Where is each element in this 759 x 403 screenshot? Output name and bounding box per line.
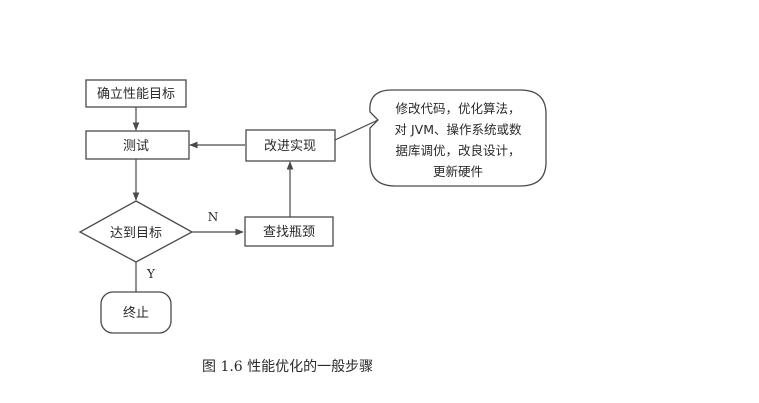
note-line-1: 修改代码，优化算法， bbox=[395, 101, 520, 116]
node-find-bottleneck bbox=[244, 216, 334, 247]
note-line-2: 对 JVM、操作系统或数 bbox=[395, 122, 522, 137]
node-end-label: 终止 bbox=[123, 305, 149, 321]
node-test bbox=[85, 130, 190, 160]
node-decision-label: 达到目标 bbox=[110, 226, 162, 241]
node-decision bbox=[78, 200, 194, 263]
node-set-goal bbox=[85, 79, 187, 108]
node-improve bbox=[245, 129, 336, 162]
node-set-goal-label: 确立性能目标 bbox=[97, 87, 175, 102]
note-line-3: 据库调优，改良设计， bbox=[395, 143, 520, 158]
edge-label-yes: Y bbox=[146, 267, 156, 281]
node-improve-label: 改进实现 bbox=[264, 139, 316, 154]
edge-label-no: N bbox=[208, 210, 219, 224]
node-find-bottleneck-label: 查找瓶颈 bbox=[263, 225, 315, 240]
edge-note-pointer bbox=[334, 119, 379, 141]
node-end bbox=[100, 291, 172, 334]
note-line-4: 更新硬件 bbox=[433, 164, 483, 179]
node-test-label: 测试 bbox=[123, 139, 149, 154]
note-bubble bbox=[369, 89, 547, 187]
figure-caption: 图 1.6 性能优化的一般步骤 bbox=[202, 359, 373, 375]
